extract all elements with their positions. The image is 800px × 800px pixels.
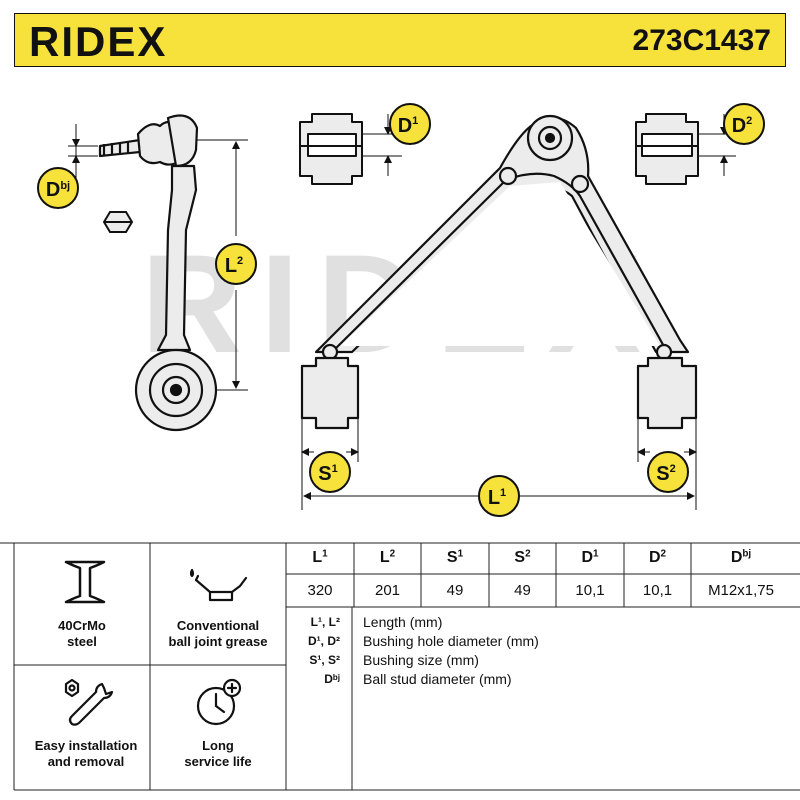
table-header-dbj: Dbj	[730, 548, 752, 566]
legend-key-hole-diameter: D¹, D²	[308, 634, 340, 648]
brand-logo: RIDEX	[29, 18, 168, 65]
d1-bubble: D1	[389, 103, 431, 145]
feature-installation: Easy installation and removal	[14, 738, 158, 770]
svg-text:S1: S1	[318, 463, 337, 485]
table-value-dbj: M12x1,75	[708, 582, 774, 599]
feature-grease-line2: ball joint grease	[168, 634, 268, 649]
spec-panel-grid	[0, 542, 800, 791]
feature-service-life-line1: Long	[202, 738, 234, 753]
feature-steel-line1: 40CrMo	[58, 618, 106, 633]
legend-key-bushing-size: S¹, S²	[309, 653, 340, 667]
table-value-s2: 49	[514, 582, 531, 599]
part-number: 273C1437	[632, 24, 771, 57]
legend-key-stud-diameter: Dᵇʲ	[324, 672, 340, 686]
feature-steel: 40CrMo steel	[14, 618, 150, 650]
d2-bushing-detail	[635, 113, 699, 185]
svg-text:L1: L1	[488, 487, 506, 509]
feature-steel-line2: steel	[67, 634, 97, 649]
table-header-l2: L2	[379, 548, 396, 566]
table-header-s2: S2	[514, 548, 531, 566]
i-beam-icon	[64, 560, 106, 604]
legend-key-length: L¹, L²	[310, 615, 340, 629]
svg-text:L2: L2	[225, 255, 243, 277]
table-header-d1: D1	[581, 548, 599, 566]
table-value-d1: 10,1	[575, 582, 605, 599]
table-value-l1: 320	[307, 582, 333, 599]
clock-plus-icon	[196, 678, 242, 726]
s1-bubble: S1	[309, 451, 351, 493]
l2-bubble: L2	[215, 243, 257, 285]
l1-bubble: L1	[478, 475, 520, 517]
top-view-a-arm	[300, 114, 698, 430]
svg-text:D2: D2	[732, 115, 753, 137]
dbj-bubble: Dbj	[37, 167, 79, 209]
feature-installation-line2: and removal	[47, 754, 125, 769]
svg-text:Dbj: Dbj	[46, 179, 70, 201]
d1-bushing-detail	[299, 113, 363, 185]
nut-drawing	[102, 211, 134, 233]
legend-desc-length: Length (mm)	[363, 614, 443, 630]
d2-bubble: D2	[723, 103, 765, 145]
table-header-s1: S1	[446, 548, 464, 566]
table-value-s1: 49	[446, 582, 464, 599]
svg-text:D1: D1	[398, 115, 419, 137]
wrench-nut-icon	[64, 678, 114, 726]
header-bar: RIDEX 273C1437	[14, 13, 786, 67]
side-view-arm	[98, 114, 218, 432]
table-header-d2: D2	[648, 548, 667, 566]
feature-service-life-line2: service life	[184, 754, 252, 769]
svg-text:S2: S2	[656, 463, 675, 485]
feature-grease-line1: Conventional	[176, 618, 260, 633]
feature-installation-line1: Easy installation	[34, 738, 138, 753]
oil-can-icon	[189, 568, 248, 602]
table-value-d2: 10,1	[642, 582, 673, 599]
s2-bubble: S2	[647, 451, 689, 493]
legend-desc-stud-diameter: Ball stud diameter (mm)	[363, 671, 512, 687]
legend-desc-hole-diameter: Bushing hole diameter (mm)	[363, 633, 539, 649]
table-header-l1: L1	[312, 548, 328, 566]
feature-service-life: Long service life	[150, 738, 286, 770]
legend-desc-bushing-size: Bushing size (mm)	[363, 652, 479, 668]
technical-drawing: RIDEX Dbj L2	[37, 103, 765, 517]
table-value-l2: 201	[374, 582, 401, 599]
feature-grease: Conventional ball joint grease	[150, 618, 286, 650]
